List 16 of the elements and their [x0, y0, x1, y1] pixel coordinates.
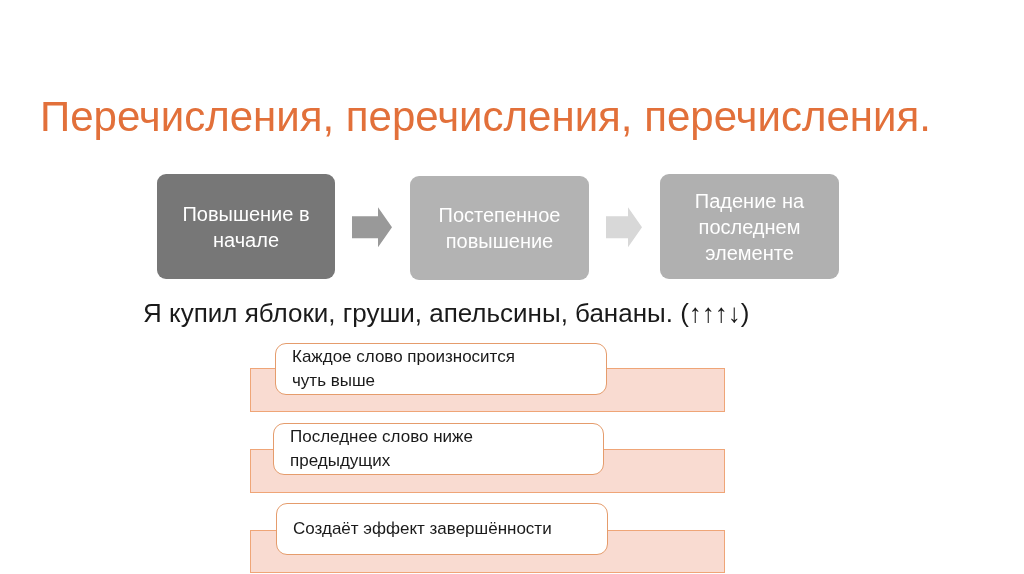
process-box	[157, 174, 335, 279]
block-arrow	[352, 207, 392, 248]
list-item-text: Создаёт эффект завершённости	[293, 518, 552, 540]
list-item-box	[275, 343, 607, 395]
list-item-box	[276, 503, 608, 555]
process-box	[660, 174, 839, 279]
process-box	[410, 176, 589, 280]
process-label: Падение на последнем элементе	[693, 188, 806, 266]
process-label: Постепенное повышение	[437, 203, 562, 254]
list-item-text: Последнее слово ниже предыдущих	[290, 426, 474, 472]
block-arrow	[606, 207, 642, 248]
example-sentence: Я купил яблоки, груши, апельсины, бананы. (↑↑↑↓)	[143, 297, 750, 329]
list-item-box	[273, 423, 604, 475]
process-label: Повышение в начале	[181, 201, 311, 253]
slide-title: Перечисления, перечисления, перечисления.	[40, 92, 931, 142]
list-item-text: Каждое слово произносится чуть выше	[292, 346, 516, 392]
